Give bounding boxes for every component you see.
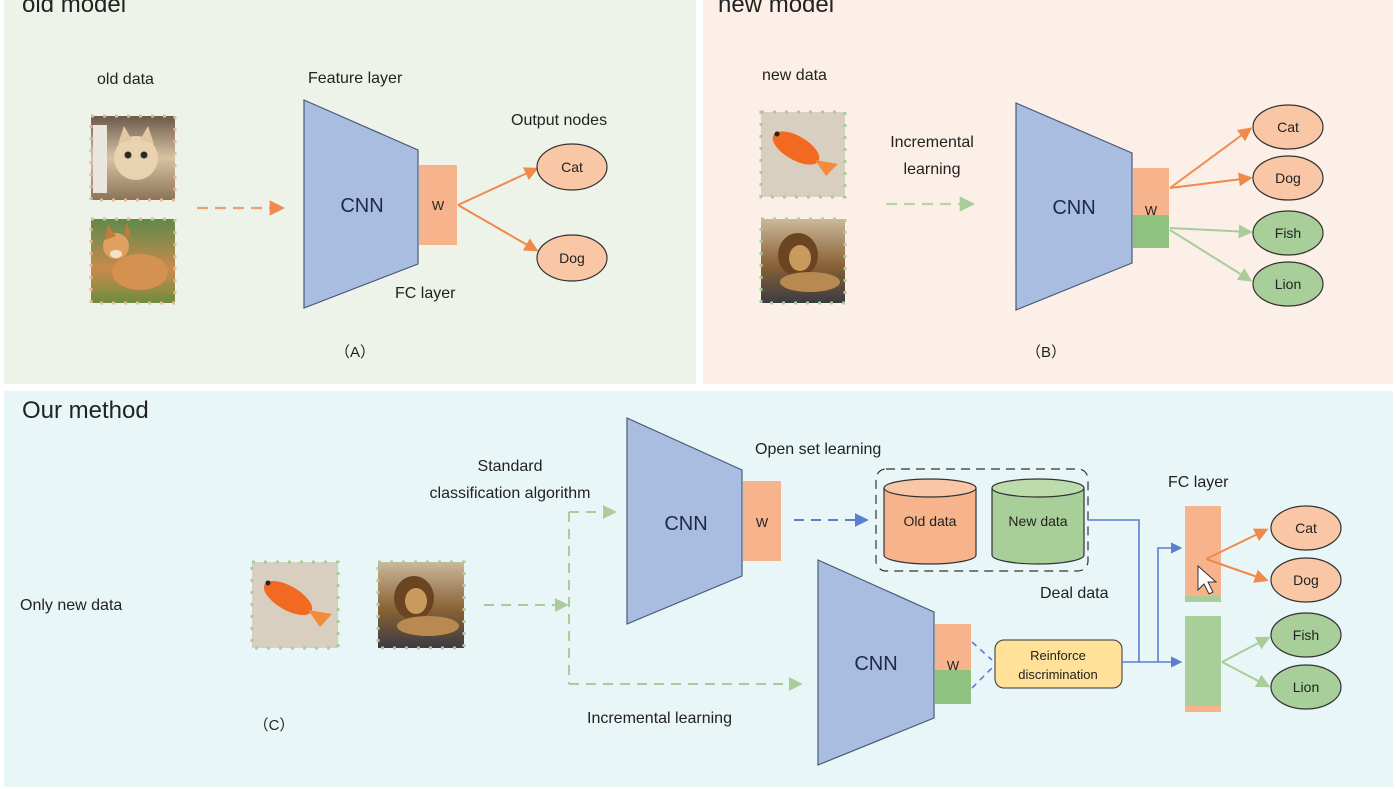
panel-c-caption: （C） xyxy=(254,717,295,734)
panel-b-cnn-label: CNN xyxy=(1052,197,1095,219)
panel-c-top-w-layer xyxy=(743,481,781,561)
panel-a-cnn-label: CNN xyxy=(340,195,383,217)
panel-b-arrow-dog xyxy=(1169,172,1253,189)
fc-layer-new-orange-strip xyxy=(1185,706,1221,712)
panel-c-node-fish-label: Fish xyxy=(1293,627,1319,643)
panel-a-arrow-dog xyxy=(457,204,539,252)
panel-a-caption: （A） xyxy=(335,344,375,361)
feature-layer-label: Feature layer xyxy=(308,70,403,87)
panel-a-cnn xyxy=(303,99,419,309)
panel-old-model: old model old data Feature layer CNN W F… xyxy=(4,0,696,384)
reinforce-label-line2: discrimination xyxy=(1018,667,1097,682)
only-new-data-label: Only new data xyxy=(20,597,122,614)
panel-b-arrow-cat xyxy=(1169,127,1253,189)
panel-c-top-cnn xyxy=(626,417,743,625)
new-data-label: new data xyxy=(762,67,827,84)
panel-a-node-dog xyxy=(536,234,608,282)
panel-c-node-dog xyxy=(1270,557,1342,603)
panel-c-bottom-cnn-label: CNN xyxy=(854,653,897,675)
panel-c-arrow-dog xyxy=(1205,558,1269,583)
panel-a-w-layer xyxy=(419,165,457,245)
panel-c-bottom-w-label: W xyxy=(947,658,960,673)
panel-b-caption: （B） xyxy=(1026,344,1066,361)
panel-a-node-cat-label: Cat xyxy=(561,159,583,175)
panel-c-arrow-lion xyxy=(1221,661,1271,688)
panel-c-bottom-w-old xyxy=(935,624,971,670)
standard-label-line1: Standard xyxy=(478,458,543,475)
panel-c-arrow-w-old-to-reinforce xyxy=(971,641,993,661)
dog-image xyxy=(89,217,177,305)
panel-c-bottom-w-new xyxy=(935,670,971,704)
panel-a-node-cat xyxy=(536,143,608,191)
panel-b-node-fish xyxy=(1252,210,1324,256)
panel-c-arrow-cat xyxy=(1205,528,1269,560)
panel-c-top-cnn-label: CNN xyxy=(664,513,707,535)
reinforce-discrimination-box xyxy=(994,639,1123,689)
panel-c-title: Our method xyxy=(22,397,149,424)
panel-our-method: Our method Only new data Standard classi… xyxy=(4,391,1393,787)
old-data-database-label: Old data xyxy=(904,513,957,529)
fc-layer-new xyxy=(1185,616,1221,712)
panel-c-node-cat xyxy=(1270,505,1342,551)
panel-c-bottom-cnn xyxy=(817,559,935,766)
panel-new-model: new model new data Incremental learning … xyxy=(703,0,1393,384)
panel-c-node-fish xyxy=(1270,612,1342,658)
panel-a-w-label: W xyxy=(432,198,445,213)
reinforce-label-line1: Reinforce xyxy=(1030,648,1086,663)
panel-b-title: new model xyxy=(718,0,834,18)
panel-b-w-label: W xyxy=(1145,203,1158,218)
fc-layer-old-green-strip xyxy=(1185,596,1221,602)
panel-b-node-dog xyxy=(1252,155,1324,201)
panel-b-arrow-label-line2: learning xyxy=(904,161,961,178)
panel-b-node-lion-label: Lion xyxy=(1275,276,1301,292)
standard-label-line2: classification algorithm xyxy=(430,485,591,502)
deal-data-label: Deal data xyxy=(1040,585,1109,602)
open-set-learning-label: Open set learning xyxy=(755,441,881,458)
cursor-icon xyxy=(1197,564,1218,595)
panel-b-w-new xyxy=(1133,215,1169,248)
panel-a-arrow-cat xyxy=(457,167,539,206)
fish-image-c xyxy=(250,560,340,650)
cat-image xyxy=(89,114,177,202)
panel-a-fc-label: FC layer xyxy=(395,285,456,302)
panel-b-arrow-label-line1: Incremental xyxy=(890,134,974,151)
panel-a-node-dog-label: Dog xyxy=(559,250,585,266)
incremental-learning-label: Incremental learning xyxy=(587,710,732,727)
panel-b-arrow-fish xyxy=(1169,224,1253,239)
lion-image-c xyxy=(376,560,466,650)
panel-b-node-lion xyxy=(1252,261,1324,307)
panel-b-node-fish-label: Fish xyxy=(1275,225,1301,241)
old-data-label: old data xyxy=(97,71,154,88)
panel-c-fc-label: FC layer xyxy=(1168,474,1229,491)
panel-c-arrow-to-fc-top xyxy=(1157,542,1183,662)
panel-c-node-lion xyxy=(1270,664,1342,710)
panel-b-cnn xyxy=(1015,102,1133,311)
old-data-database xyxy=(883,478,977,565)
panel-c-arrow-w-new-to-reinforce xyxy=(971,667,993,689)
panel-c-top-w-label: W xyxy=(756,515,769,530)
lion-image-b xyxy=(759,217,847,305)
panel-b-node-cat-label: Cat xyxy=(1277,119,1299,135)
panel-c-arrow-fish xyxy=(1221,636,1271,663)
panel-c-database-to-fc-line xyxy=(1088,519,1140,662)
panel-c-node-lion-label: Lion xyxy=(1293,679,1319,695)
panel-b-node-cat xyxy=(1252,104,1324,150)
fish-image-b xyxy=(759,110,847,199)
panel-b-w-old xyxy=(1133,168,1169,215)
panel-b-node-dog-label: Dog xyxy=(1275,170,1301,186)
output-nodes-label: Output nodes xyxy=(511,112,607,129)
new-data-database-label: New data xyxy=(1008,513,1067,529)
panel-b-arrow-lion xyxy=(1169,229,1253,282)
panel-c-node-cat-label: Cat xyxy=(1295,520,1317,536)
panel-a-title: old model xyxy=(22,0,126,18)
panel-c-node-dog-label: Dog xyxy=(1293,572,1319,588)
new-data-database xyxy=(991,478,1085,565)
